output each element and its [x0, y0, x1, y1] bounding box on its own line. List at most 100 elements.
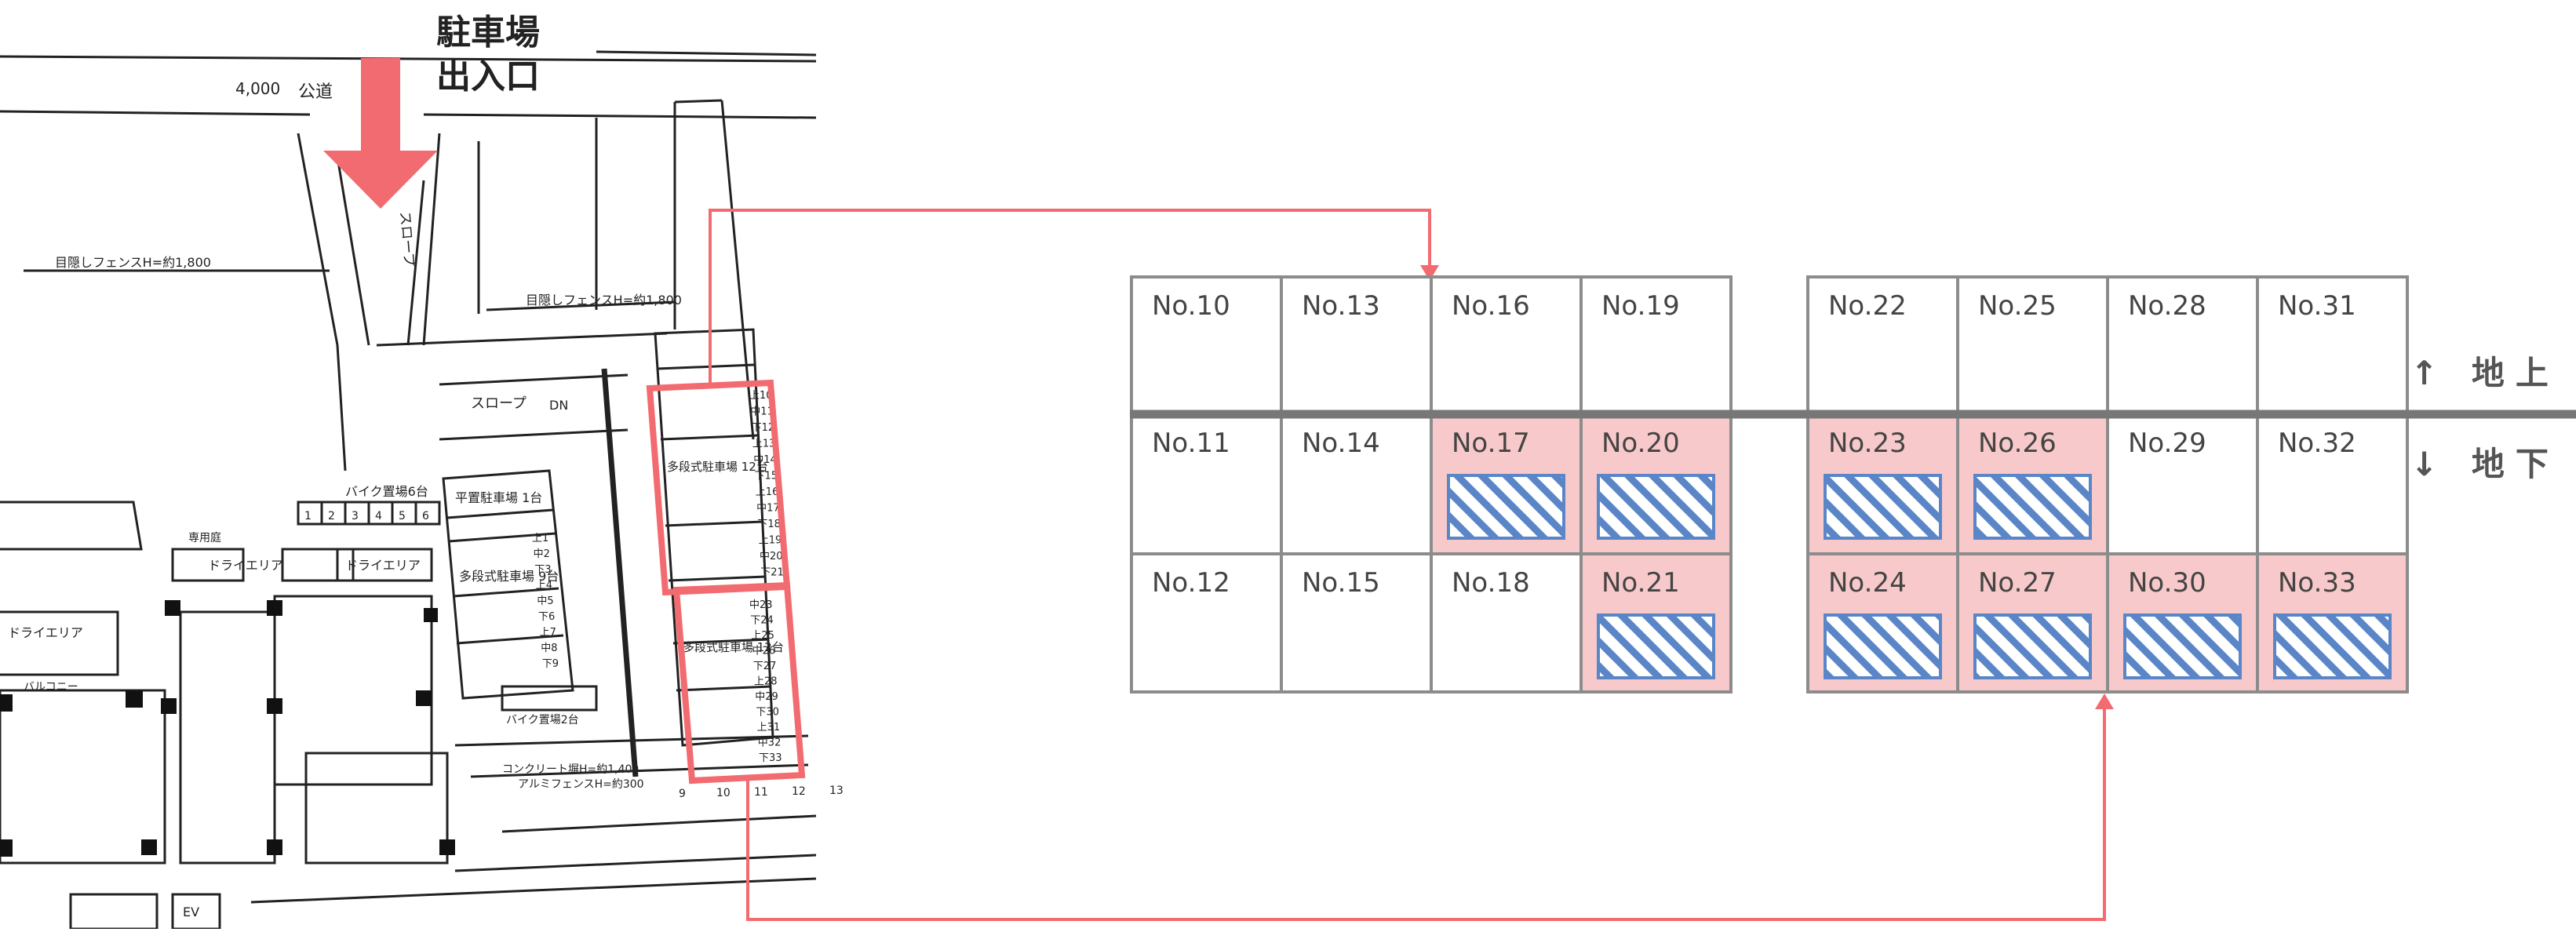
plan-bike-number: 3 — [352, 510, 359, 522]
plan-stack-slot: 下21 — [760, 567, 784, 579]
plan-stack-slot: 中23 — [749, 599, 773, 611]
plan-bottom-number: 13 — [829, 785, 843, 797]
plan-stack-slot: 下33 — [759, 752, 782, 764]
plan-stack-slot: 中17 — [756, 503, 780, 515]
parking-space-no30: No.30 — [2106, 552, 2259, 694]
plan-highlight-lower-stack — [672, 581, 806, 785]
parking-cell-label: No.12 — [1152, 567, 1230, 599]
plan-stack-slot: 下3 — [534, 564, 551, 576]
occupied-car-marker — [1597, 474, 1715, 540]
parking-cell-bg — [1579, 275, 1733, 416]
plan-dry-area-1: ドライエリア — [208, 558, 283, 573]
occupied-car-marker — [1824, 613, 1942, 679]
parking-cell-label: No.13 — [1302, 290, 1380, 322]
parking-cell-label: No.20 — [1601, 428, 1680, 459]
parking-cell-label: No.25 — [1978, 290, 2057, 322]
parking-cell-label: No.31 — [2278, 290, 2356, 322]
plan-stack-slot: 中5 — [537, 595, 553, 607]
plan-stack-slot: 下18 — [757, 519, 781, 530]
connector-bottom-arrowhead-icon — [2095, 694, 2114, 709]
plan-stack-slot: 上19 — [759, 535, 782, 547]
plan-bike-number: 2 — [328, 510, 335, 522]
plan-note-1: 平置駐車場 1台 — [455, 490, 542, 505]
parking-space-no22: No.22 — [1806, 275, 1959, 416]
plan-note-2: 多段式駐車場 12台 — [667, 460, 768, 474]
plan-concrete-fence: コンクリート塀H=約1,400 — [502, 763, 639, 776]
parking-cell-label: No.11 — [1152, 428, 1230, 459]
plan-stack-slot: 中29 — [755, 691, 778, 703]
parking-cell-label: No.24 — [1828, 567, 1907, 599]
entrance-label-line1: 駐車場 — [436, 13, 540, 53]
parking-space-no11: No.11 — [1130, 413, 1283, 555]
plan-balcony: バルコニー — [24, 681, 78, 694]
plan-stack-slot: 上31 — [757, 722, 781, 734]
parking-space-no33: No.33 — [2256, 552, 2409, 694]
parking-cell-bg — [1280, 275, 1433, 416]
plan-stack-slot: 下6 — [538, 611, 555, 623]
parking-cell-bg — [1430, 552, 1583, 694]
occupied-car-marker — [1973, 613, 2092, 679]
plan-bike-number: 4 — [375, 510, 382, 522]
parking-space-no23: No.23 — [1806, 413, 1959, 555]
parking-space-no12: No.12 — [1130, 552, 1283, 694]
parking-space-no28: No.28 — [2106, 275, 2259, 416]
parking-space-no19: No.19 — [1579, 275, 1733, 416]
parking-cell-bg — [1956, 275, 2109, 416]
parking-cell-bg — [1130, 275, 1283, 416]
plan-stack-slot: 上28 — [754, 676, 778, 688]
plan-stack-slot: 上25 — [751, 630, 774, 642]
parking-cell-label: No.28 — [2128, 290, 2206, 322]
entrance-label: 駐車場 出入口 — [436, 11, 540, 99]
parking-space-no18: No.18 — [1430, 552, 1583, 694]
plan-slope-label: スロープ — [396, 211, 417, 268]
plan-bike-number: 6 — [422, 510, 429, 522]
parking-cell-label: No.15 — [1302, 567, 1380, 599]
entrance-label-line2: 出入口 — [436, 56, 540, 96]
parking-space-no24: No.24 — [1806, 552, 1959, 694]
parking-cell-label: No.18 — [1452, 567, 1530, 599]
parking-cell-label: No.30 — [2128, 567, 2206, 599]
parking-cell-label: No.33 — [2278, 567, 2356, 599]
plan-fence-right: 目隠しフェンスH=約1,800 — [526, 293, 682, 308]
parking-space-no27: No.27 — [1956, 552, 2109, 694]
parking-cell-label: No.19 — [1601, 290, 1680, 322]
parking-cell-bg — [2256, 413, 2409, 555]
parking-cell-label: No.16 — [1452, 290, 1530, 322]
level-below-label: ↓ 地下 — [2410, 445, 2560, 483]
parking-cell-label: No.26 — [1978, 428, 2057, 459]
plan-stack-slot: 下15 — [755, 471, 778, 482]
plan-stack-slot: 上16 — [756, 486, 779, 498]
parking-cell-bg — [2106, 275, 2259, 416]
parking-cell-bg — [1806, 275, 1959, 416]
parking-cell-label: No.14 — [1302, 428, 1380, 459]
plan-bike-number: 5 — [399, 510, 406, 522]
plan-stack-slot: 上7 — [540, 627, 556, 639]
parking-cell-label: No.21 — [1601, 567, 1680, 599]
plan-stack-slot: 中20 — [760, 551, 783, 562]
plan-stack-slot: 下24 — [750, 615, 774, 627]
parking-space-no32: No.32 — [2256, 413, 2409, 555]
parking-space-no21: No.21 — [1579, 552, 1733, 694]
plan-stack-slot: 上1 — [532, 533, 548, 544]
plan-stack-slot: 中11 — [750, 406, 774, 418]
plan-bottom-number: 9 — [679, 788, 686, 800]
plan-note-3: 多段式駐車場 9台 — [459, 569, 559, 584]
plan-stack-slot: 中8 — [541, 643, 557, 654]
parking-space-no17: No.17 — [1430, 413, 1583, 555]
floor-plan: 4,000 公道 スロープ 目隠しフェンスH=約1,800 目隠しフェンスH=約… — [0, 50, 817, 930]
plan-stack-slot: 中26 — [752, 646, 776, 657]
parking-space-no25: No.25 — [1956, 275, 2109, 416]
parking-cell-label: No.27 — [1978, 567, 2057, 599]
plan-dry-area-2: ドライエリア — [345, 558, 421, 573]
plan-bike-area-2: バイク置場2台 — [506, 714, 579, 726]
parking-cell-label: No.29 — [2128, 428, 2206, 459]
plan-bottom-number: 10 — [716, 787, 731, 799]
plan-stack-slot: 下27 — [753, 661, 777, 672]
parking-cell-label: No.32 — [2278, 428, 2356, 459]
parking-space-no20: No.20 — [1579, 413, 1733, 555]
